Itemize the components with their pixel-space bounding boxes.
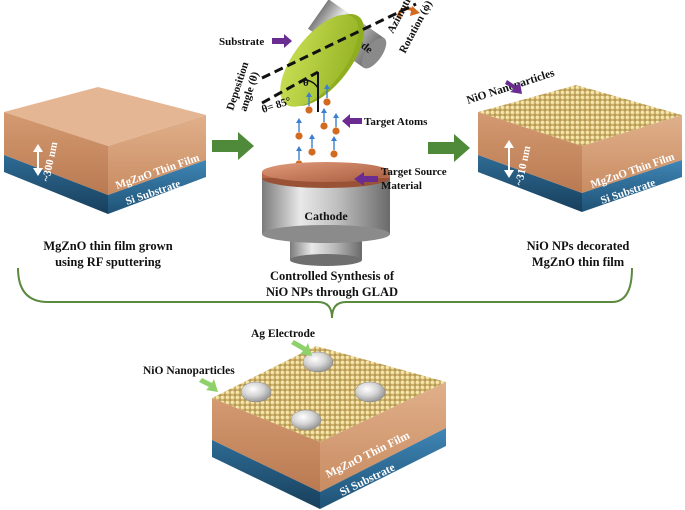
atom xyxy=(323,98,331,106)
bottom-film-front xyxy=(212,398,320,492)
left-thickness-arrow xyxy=(33,144,43,176)
right-thickness-arrow xyxy=(504,140,514,178)
target-source-line2: Material xyxy=(381,180,422,192)
cathode-label: Cathode xyxy=(304,209,348,223)
right-caption-line2: MgZnO thin film xyxy=(532,255,625,269)
center-apparatus: Anode Azimuthal Rotation (ϕ) Substrate θ… xyxy=(219,0,447,299)
atom xyxy=(305,106,313,114)
atom-arrow xyxy=(321,108,327,122)
atom-arrow xyxy=(296,146,302,160)
left-block: MgZnO Thin Film Si Substrate ~300 nm MgZ… xyxy=(4,87,206,269)
right-nanoparticles-pointer xyxy=(505,80,522,94)
target-source-line1: Target Source xyxy=(381,166,447,178)
left-film-front xyxy=(4,112,108,195)
right-film-front xyxy=(478,112,582,193)
deposition-angle-dashed xyxy=(261,70,319,105)
bottom-np-top xyxy=(212,346,446,442)
arrow-center-to-right xyxy=(428,134,470,162)
ag-electrode xyxy=(302,351,334,373)
cathode xyxy=(262,162,390,266)
atom xyxy=(308,148,316,156)
target-atoms-pointer xyxy=(342,114,362,128)
bottom-substrate-front xyxy=(212,440,320,509)
substrate-pointer xyxy=(272,34,292,48)
left-caption-line1: MgZnO thin film grown xyxy=(43,239,172,253)
bottom-nanoparticles-label: NiO Nanoparticles xyxy=(143,365,235,377)
atom xyxy=(330,150,338,158)
arrow-left-to-center xyxy=(212,132,254,160)
center-caption-line2: NiO NPs through GLAD xyxy=(266,285,398,299)
substrate-label: Substrate xyxy=(219,36,264,48)
bottom-block: MgZnO Thin Film Si Substrate Ag Electrod… xyxy=(143,328,446,509)
left-film-top xyxy=(4,87,206,146)
bottom-substrate-right xyxy=(320,428,446,509)
ag-electrode xyxy=(240,381,272,403)
atom-arrow xyxy=(324,84,330,98)
left-film-right xyxy=(108,115,206,195)
theta-symbol: θ xyxy=(303,77,309,89)
center-caption-line1: Controlled Synthesis of xyxy=(270,269,395,283)
bottom-film-right xyxy=(320,382,446,492)
theta-value: θ= 85° xyxy=(260,95,292,116)
electrode-pointer xyxy=(291,340,312,356)
atom xyxy=(320,122,328,130)
right-substrate-right xyxy=(582,160,682,212)
atom xyxy=(295,132,303,140)
atom-arrow xyxy=(333,113,339,127)
right-film-right xyxy=(582,115,682,193)
bottom-nanoparticles-pointer xyxy=(199,378,218,392)
atom-arrow xyxy=(306,92,312,106)
right-block: MgZnO Thin Film Si Substrate ~310 nm NiO… xyxy=(465,67,682,269)
atom-arrow xyxy=(309,134,315,148)
combining-brace xyxy=(17,267,633,319)
atom-arrow xyxy=(296,118,302,132)
theta-arc xyxy=(303,79,319,89)
ag-electrode xyxy=(354,381,386,403)
atom-arrow xyxy=(331,136,337,150)
target-source-pointer xyxy=(354,172,378,186)
substrate-normal-dashed xyxy=(261,2,417,80)
atom xyxy=(332,127,340,135)
ag-electrode xyxy=(290,409,322,431)
right-caption-line1: NiO NPs decorated xyxy=(527,239,630,253)
left-caption-line2: using RF sputtering xyxy=(55,255,162,269)
right-np-top xyxy=(478,85,682,146)
right-substrate-front xyxy=(478,155,582,212)
left-substrate-front xyxy=(4,155,108,214)
electrode-label: Ag Electrode xyxy=(251,328,315,340)
left-substrate-right xyxy=(108,160,206,214)
target-atoms-label: Target Atoms xyxy=(364,116,428,128)
